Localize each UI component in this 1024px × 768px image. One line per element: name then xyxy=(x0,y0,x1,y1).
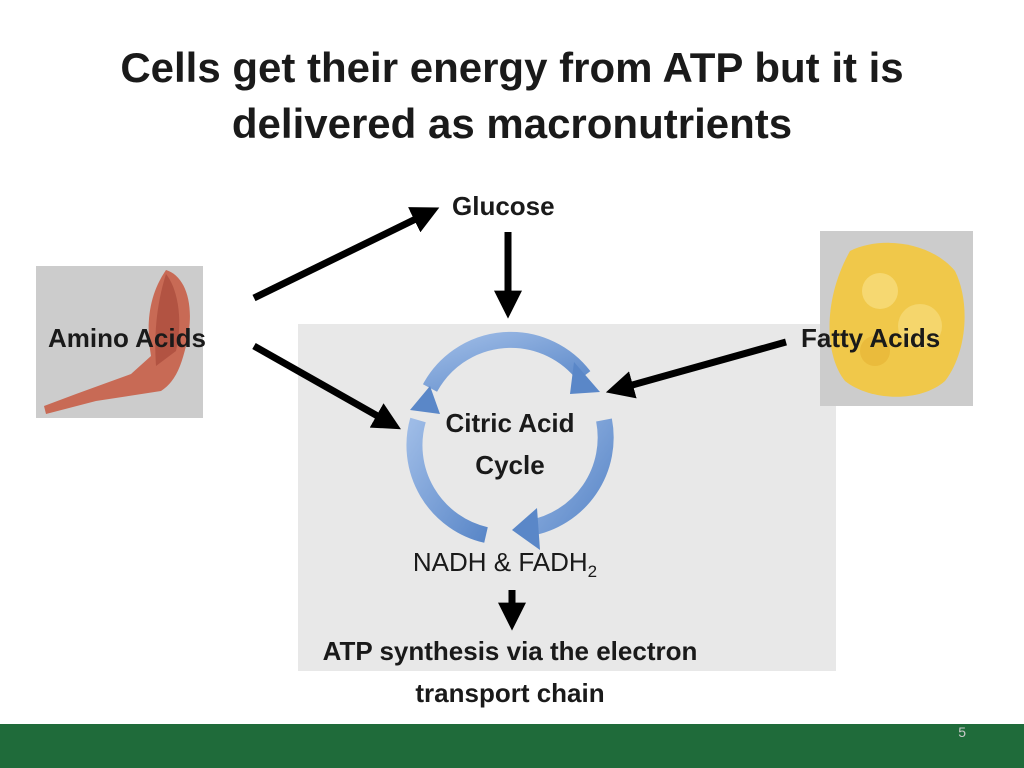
arrow-amino-to-glucose xyxy=(252,207,440,302)
footer-bar xyxy=(0,724,1024,768)
fat-tissue-icon xyxy=(820,231,973,406)
citric-acid-cycle-label: Citric Acid Cycle xyxy=(445,408,575,480)
arm-muscle-icon xyxy=(36,266,203,418)
fatty-acids-label: Fatty Acids xyxy=(801,323,941,353)
atp-synthesis-label: ATP synthesis via the electron transport… xyxy=(322,636,698,708)
nadh-fadh2-label: NADH & FADH2 xyxy=(412,547,598,582)
page-number: 5 xyxy=(958,724,966,740)
arrow-amino-to-cycle xyxy=(252,342,401,430)
cycle-panel xyxy=(298,324,836,671)
slide-title: Cells get their energy from ATP but it i… xyxy=(120,44,904,147)
arrow-fatty-to-cycle xyxy=(605,338,787,399)
amino-acids-label: Amino Acids xyxy=(48,323,206,353)
citric-acid-cycle-arrow xyxy=(406,331,614,543)
glucose-label: Glucose xyxy=(452,191,555,221)
